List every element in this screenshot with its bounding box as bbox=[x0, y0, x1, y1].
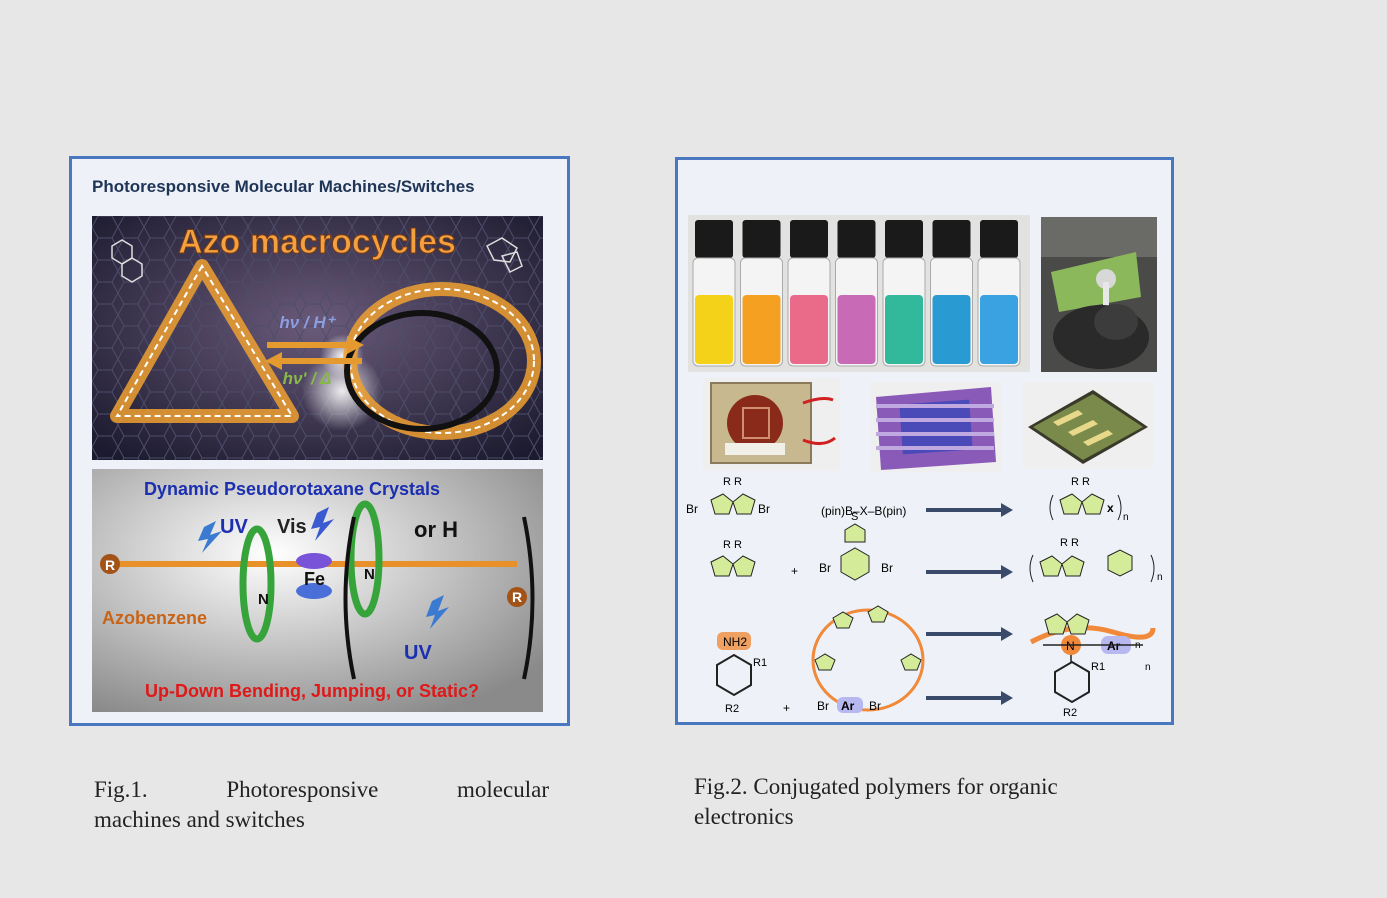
azo-macrocycles-image: Azo macrocycles hν / H⁺ hν' / Δ bbox=[92, 216, 543, 460]
r4-reagent-br2: Br bbox=[869, 699, 881, 713]
r1-br-left: Br bbox=[686, 502, 698, 516]
r2-plus: + bbox=[791, 564, 798, 578]
r2-product-rr: R R bbox=[1060, 537, 1079, 549]
nh2-label-b: N bbox=[364, 566, 375, 583]
or-h-label: or H bbox=[414, 517, 458, 542]
uv-label-2: UV bbox=[404, 642, 432, 664]
vial bbox=[930, 220, 973, 367]
figure1-caption: Fig.1. Photoresponsive molecular machine… bbox=[94, 775, 549, 835]
figure1-caption-label: Fig.1. bbox=[94, 777, 148, 802]
forward-arrow-label: hν / H⁺ bbox=[279, 313, 336, 332]
r4-product-sub: n bbox=[1145, 662, 1151, 673]
device-handling-photo bbox=[1041, 217, 1157, 372]
vial bbox=[787, 220, 831, 367]
r1-product-rr: R R bbox=[1071, 476, 1090, 488]
figure1-panel: Photoresponsive Molecular Machines/Switc… bbox=[69, 156, 570, 726]
pseudorotaxane-image: Dynamic Pseudorotaxane Crystals UV Vis o… bbox=[92, 469, 543, 712]
reaction-row-1: Br Br R R (pin)B–X–B(pin) R R x n bbox=[686, 476, 1129, 523]
azobenzene-label: Azobenzene bbox=[102, 608, 207, 628]
vial bbox=[977, 220, 1021, 367]
r2-br-left: Br bbox=[819, 561, 831, 575]
r4-plus: + bbox=[783, 701, 790, 715]
r2-product-n: n bbox=[1157, 572, 1163, 583]
r1-product-n: n bbox=[1123, 512, 1129, 523]
vis-label: Vis bbox=[277, 516, 307, 538]
electrode-chip-photo bbox=[1023, 382, 1153, 469]
transistor-array-photo bbox=[871, 382, 1001, 472]
figure1-caption-word-2: molecular bbox=[457, 777, 549, 802]
figure2-panel: Br Br R R (pin)B–X–B(pin) R R x n R R + bbox=[675, 157, 1174, 725]
vial bbox=[835, 220, 878, 367]
r2-s: S bbox=[851, 511, 858, 523]
vial bbox=[882, 220, 926, 367]
r2-br-right: Br bbox=[881, 561, 893, 575]
figure2-caption: Fig.2. Conjugated polymers for organic e… bbox=[694, 772, 1174, 832]
figure1-panel-title: Photoresponsive Molecular Machines/Switc… bbox=[92, 177, 475, 196]
uv-label-1: UV bbox=[220, 516, 248, 538]
polymerization-scheme: Br Br R R (pin)B–X–B(pin) R R x n R R + bbox=[683, 470, 1171, 725]
r4-nh2: NH2 bbox=[723, 635, 747, 649]
figure2-caption-line2: electronics bbox=[694, 804, 794, 829]
r4-r2: R2 bbox=[725, 703, 739, 715]
motion-question-text: Up-Down Bending, Jumping, or Static? bbox=[145, 681, 479, 701]
figure2-caption-line1: Fig.2. Conjugated polymers for organic bbox=[694, 774, 1058, 799]
r4-product-ar: Ar bbox=[1107, 639, 1121, 653]
r4-product-r2: R2 bbox=[1063, 707, 1077, 719]
r1-rr: R R bbox=[723, 476, 742, 488]
azo-macrocycles-heading: Azo macrocycles bbox=[178, 223, 456, 261]
vial bbox=[740, 220, 783, 367]
r1-br-right: Br bbox=[758, 502, 770, 516]
r1-reagent: (pin)B–X–B(pin) bbox=[821, 504, 906, 518]
solar-cell-photo bbox=[703, 378, 840, 471]
pseudorotaxane-heading: Dynamic Pseudorotaxane Crystals bbox=[144, 479, 440, 499]
r2-rr: R R bbox=[723, 539, 742, 551]
reaction-row-3: n bbox=[811, 605, 1156, 712]
r4-product-n: N bbox=[1066, 639, 1075, 653]
r-right-label: R bbox=[512, 589, 522, 605]
r4-reagent-br1: Br bbox=[817, 699, 829, 713]
figure1-caption-line2: machines and switches bbox=[94, 807, 305, 832]
r1-product-x: x bbox=[1107, 501, 1114, 515]
backward-arrow-label: hν' / Δ bbox=[283, 369, 332, 388]
reaction-row-2: R R + S Br Br R R n bbox=[710, 511, 1163, 583]
reaction-row-4: NH2 R1 R2 + Br Ar Br N Ar R1 R2 n bbox=[716, 632, 1151, 719]
vial bbox=[692, 220, 736, 367]
fe-label: Fe bbox=[304, 569, 325, 589]
r4-reagent-ar: Ar bbox=[841, 699, 855, 713]
polymer-vials-photo bbox=[688, 215, 1030, 372]
nh2-label-a: N bbox=[258, 591, 269, 608]
r4-product-r1: R1 bbox=[1091, 661, 1105, 673]
r4-r1: R1 bbox=[753, 657, 767, 669]
figure1-caption-word-1: Photoresponsive bbox=[226, 777, 379, 802]
r-left-label: R bbox=[105, 557, 115, 573]
